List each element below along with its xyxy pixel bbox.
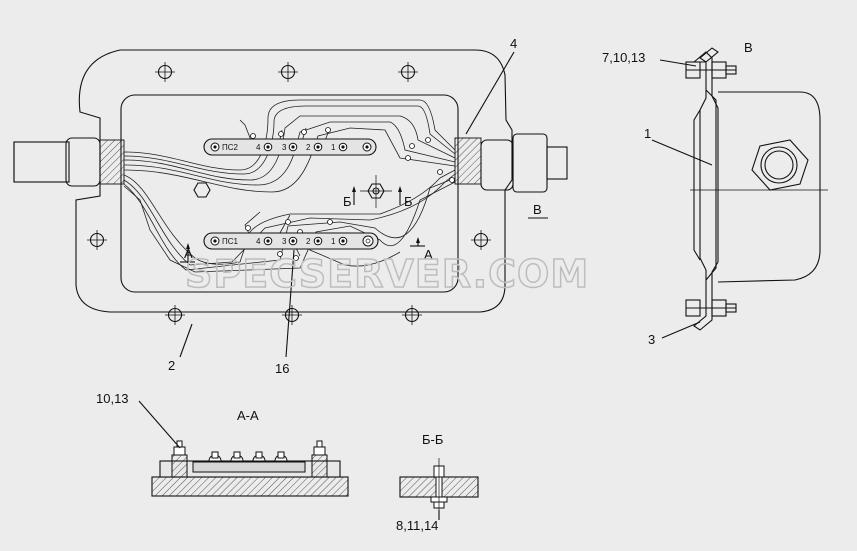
section-mark-b-left: Б <box>343 194 352 209</box>
label-parts-7-10-13: 7,10,13 <box>602 50 645 65</box>
leader-lines <box>138 51 713 520</box>
label-part-3: 3 <box>648 332 655 347</box>
terminal-name: ПС1 <box>222 237 239 246</box>
terminal-number: 3 <box>282 143 287 152</box>
mounting-hole <box>277 61 299 83</box>
label-section-a-a: А-А <box>237 408 259 423</box>
section-mark-a-left: А <box>184 246 193 261</box>
side-view-b <box>685 47 828 331</box>
wire-harness <box>123 99 456 273</box>
label-part-4: 4 <box>510 36 517 51</box>
terminal-number: 2 <box>306 237 311 246</box>
view-arrow-label: В <box>533 202 542 217</box>
right-connector <box>454 133 568 193</box>
section-mark-b-right: Б <box>404 194 413 209</box>
terminal-number: 3 <box>282 237 287 246</box>
mounting-hole <box>401 304 423 326</box>
label-parts-8-11-14: 8,11,14 <box>396 518 438 533</box>
side-nut <box>193 182 211 198</box>
terminal-block-bottom: ПС1 4 3 2 1 <box>203 232 379 250</box>
label-part-16: 16 <box>275 361 289 376</box>
label-parts-10-13: 10,13 <box>96 391 129 406</box>
crimp-dots <box>245 127 455 261</box>
mounting-hole <box>470 229 492 251</box>
section-a-a <box>151 440 349 497</box>
section-mark-a-right: А <box>424 247 433 262</box>
terminal-number: 4 <box>256 143 261 152</box>
mounting-hole <box>281 304 303 326</box>
watermark: SPECSERVER.COM <box>185 252 589 296</box>
label-part-1: 1 <box>644 126 651 141</box>
section-b-b <box>399 458 479 512</box>
label-section-b-b: Б-Б <box>422 432 443 447</box>
mounting-hole <box>164 304 186 326</box>
terminal-number: 1 <box>331 237 336 246</box>
label-view-b: В <box>744 40 753 55</box>
left-cable <box>13 137 125 187</box>
terminal-number: 1 <box>331 143 336 152</box>
terminal-name: ПС2 <box>222 143 239 152</box>
terminal-number: 4 <box>256 237 261 246</box>
center-nut <box>360 175 392 208</box>
housing-main-view: ПС2 4 3 2 1 ПС1 4 3 2 1 <box>13 49 568 326</box>
section-marks <box>180 186 548 263</box>
mounting-hole <box>154 61 176 83</box>
mounting-hole <box>86 229 108 251</box>
label-part-2: 2 <box>168 358 175 373</box>
terminal-number: 2 <box>306 143 311 152</box>
mounting-hole <box>397 61 419 83</box>
terminal-block-top: ПС2 4 3 2 1 <box>203 138 377 156</box>
